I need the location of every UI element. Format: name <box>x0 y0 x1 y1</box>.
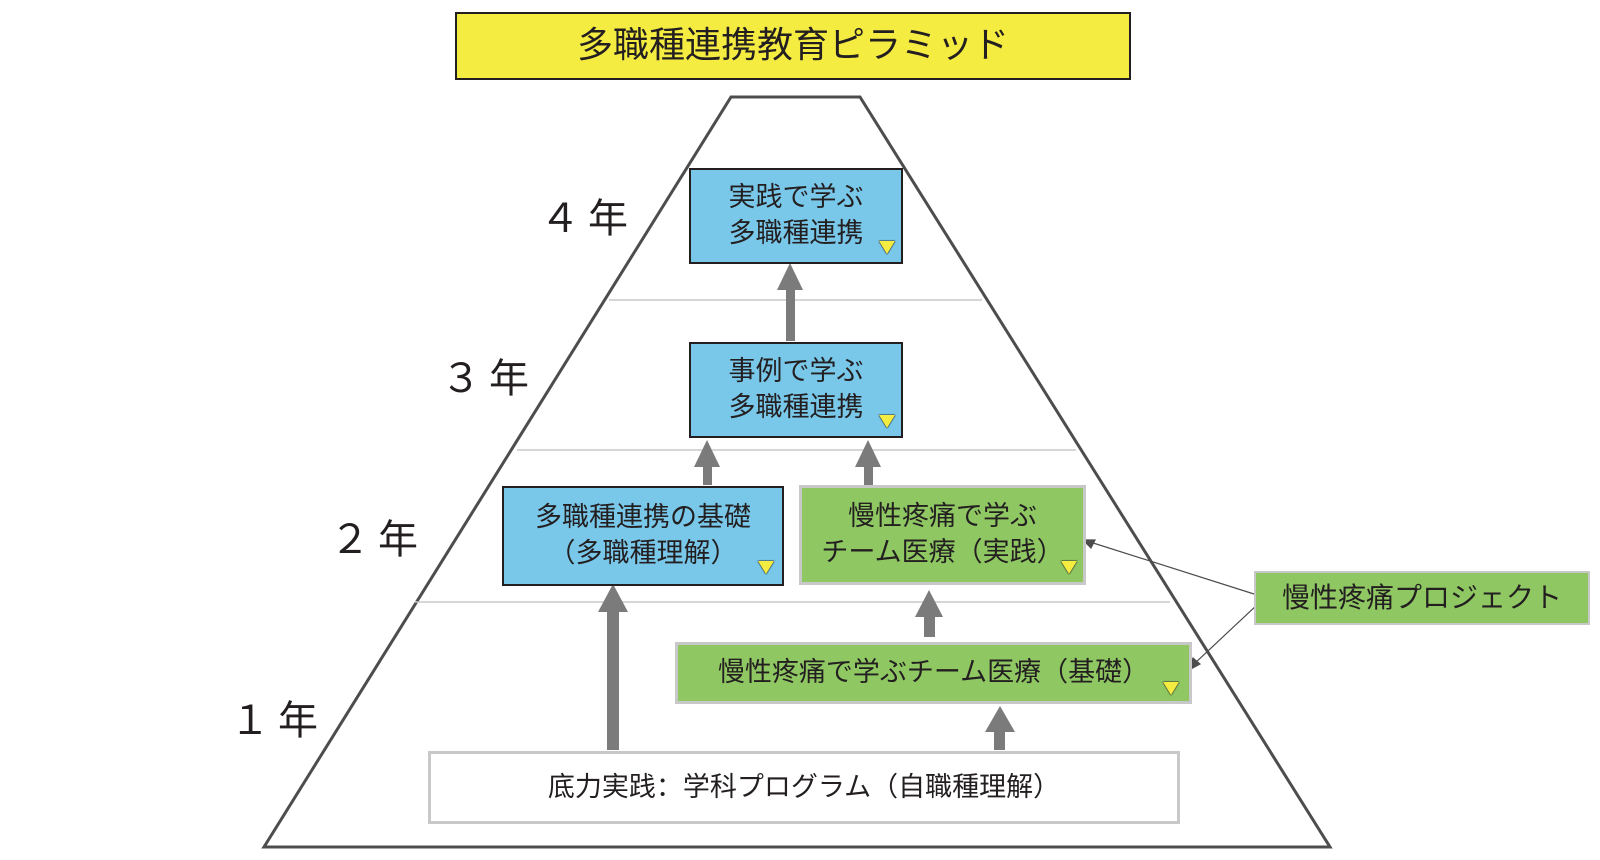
callout-label: 慢性疼痛プロジェクト <box>1281 580 1562 614</box>
year-3-label: ３年 <box>441 356 537 402</box>
box-practice-line2: 多職種連携 <box>728 218 864 249</box>
year-1-label: １年 <box>230 698 326 744</box>
marker-triangle-icon <box>879 415 895 428</box>
box-practice-interprofessional: 実践で学ぶ 多職種連携 <box>689 168 903 264</box>
box-team-care-practice: 慢性疼痛で学ぶ チーム医療（実践） <box>799 485 1086 585</box>
arrow-case-to-practice <box>777 263 803 341</box>
box-base-program: 底力実践：学科プログラム（自職種理解） <box>428 751 1180 824</box>
box-foundation-line1: 多職種連携の基礎 <box>535 502 751 534</box>
box-case-interprofessional: 事例で学ぶ 多職種連携 <box>689 342 903 438</box>
box-team-care-basic: 慢性疼痛で学ぶチーム医療（基礎） <box>675 642 1192 704</box>
box-case-line2: 多職種連携 <box>728 392 864 423</box>
box-team-practice-line2: チーム医療（実践） <box>821 537 1064 568</box>
arrow-team-practice-to-case <box>855 440 881 485</box>
box-interprofessional-foundation: 多職種連携の基礎 （多職種理解） <box>502 486 784 586</box>
box-team-basic-label: 慢性疼痛で学ぶチーム医療（基礎） <box>717 657 1150 689</box>
marker-triangle-icon <box>879 241 895 254</box>
callout-pointer-upper <box>1089 541 1255 595</box>
pyramid-outline <box>261 95 1333 849</box>
box-foundation-line2: （多職種理解） <box>548 538 738 569</box>
arrow-base-to-team-basic <box>985 706 1015 750</box>
marker-triangle-icon <box>1061 561 1077 574</box>
year-2-label: ２年 <box>330 517 426 563</box>
box-base-label: 底力実践：学科プログラム（自職種理解） <box>547 771 1061 803</box>
box-practice-line1: 実践で学ぶ <box>728 182 864 214</box>
arrow-foundation-to-case <box>694 440 720 485</box>
arrow-team-basic-to-team-practice <box>915 590 943 637</box>
box-case-line1: 事例で学ぶ <box>728 356 864 388</box>
callout-chronic-pain-project: 慢性疼痛プロジェクト <box>1254 571 1590 625</box>
arrow-base-to-foundation <box>598 584 628 750</box>
callout-pointer-lower <box>1193 602 1260 665</box>
marker-triangle-icon <box>758 561 774 574</box>
box-team-practice-line1: 慢性疼痛で学ぶ <box>848 501 1037 533</box>
year-4-label: ４年 <box>540 196 636 242</box>
pyramid-title: 多職種連携教育ピラミッド <box>455 12 1131 80</box>
marker-triangle-icon <box>1163 682 1179 695</box>
